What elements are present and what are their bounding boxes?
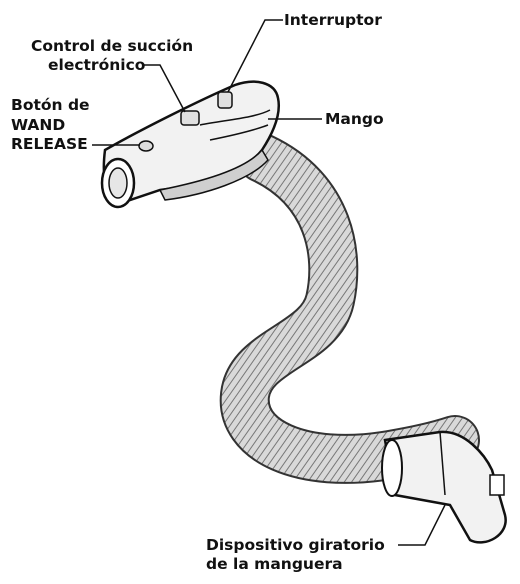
label-mango: Mango bbox=[325, 110, 384, 129]
flexible-hose bbox=[245, 158, 455, 459]
label-control-line2: electrónico bbox=[48, 56, 145, 75]
label-swivel-line1: Dispositivo giratorio bbox=[206, 536, 385, 555]
wand-release-button bbox=[139, 141, 153, 151]
label-wand-line2: WAND bbox=[11, 116, 65, 135]
label-control-line1: Control de succión bbox=[31, 37, 193, 56]
label-swivel-line2: de la manguera bbox=[206, 555, 343, 574]
power-switch bbox=[218, 92, 232, 108]
suction-control-button bbox=[181, 111, 199, 125]
label-wand-line3: RELEASE bbox=[11, 135, 88, 154]
wand-opening bbox=[102, 159, 134, 207]
label-wand-line1: Botón de bbox=[11, 96, 90, 115]
hose-swivel bbox=[382, 432, 506, 543]
label-interruptor: Interruptor bbox=[284, 11, 382, 30]
